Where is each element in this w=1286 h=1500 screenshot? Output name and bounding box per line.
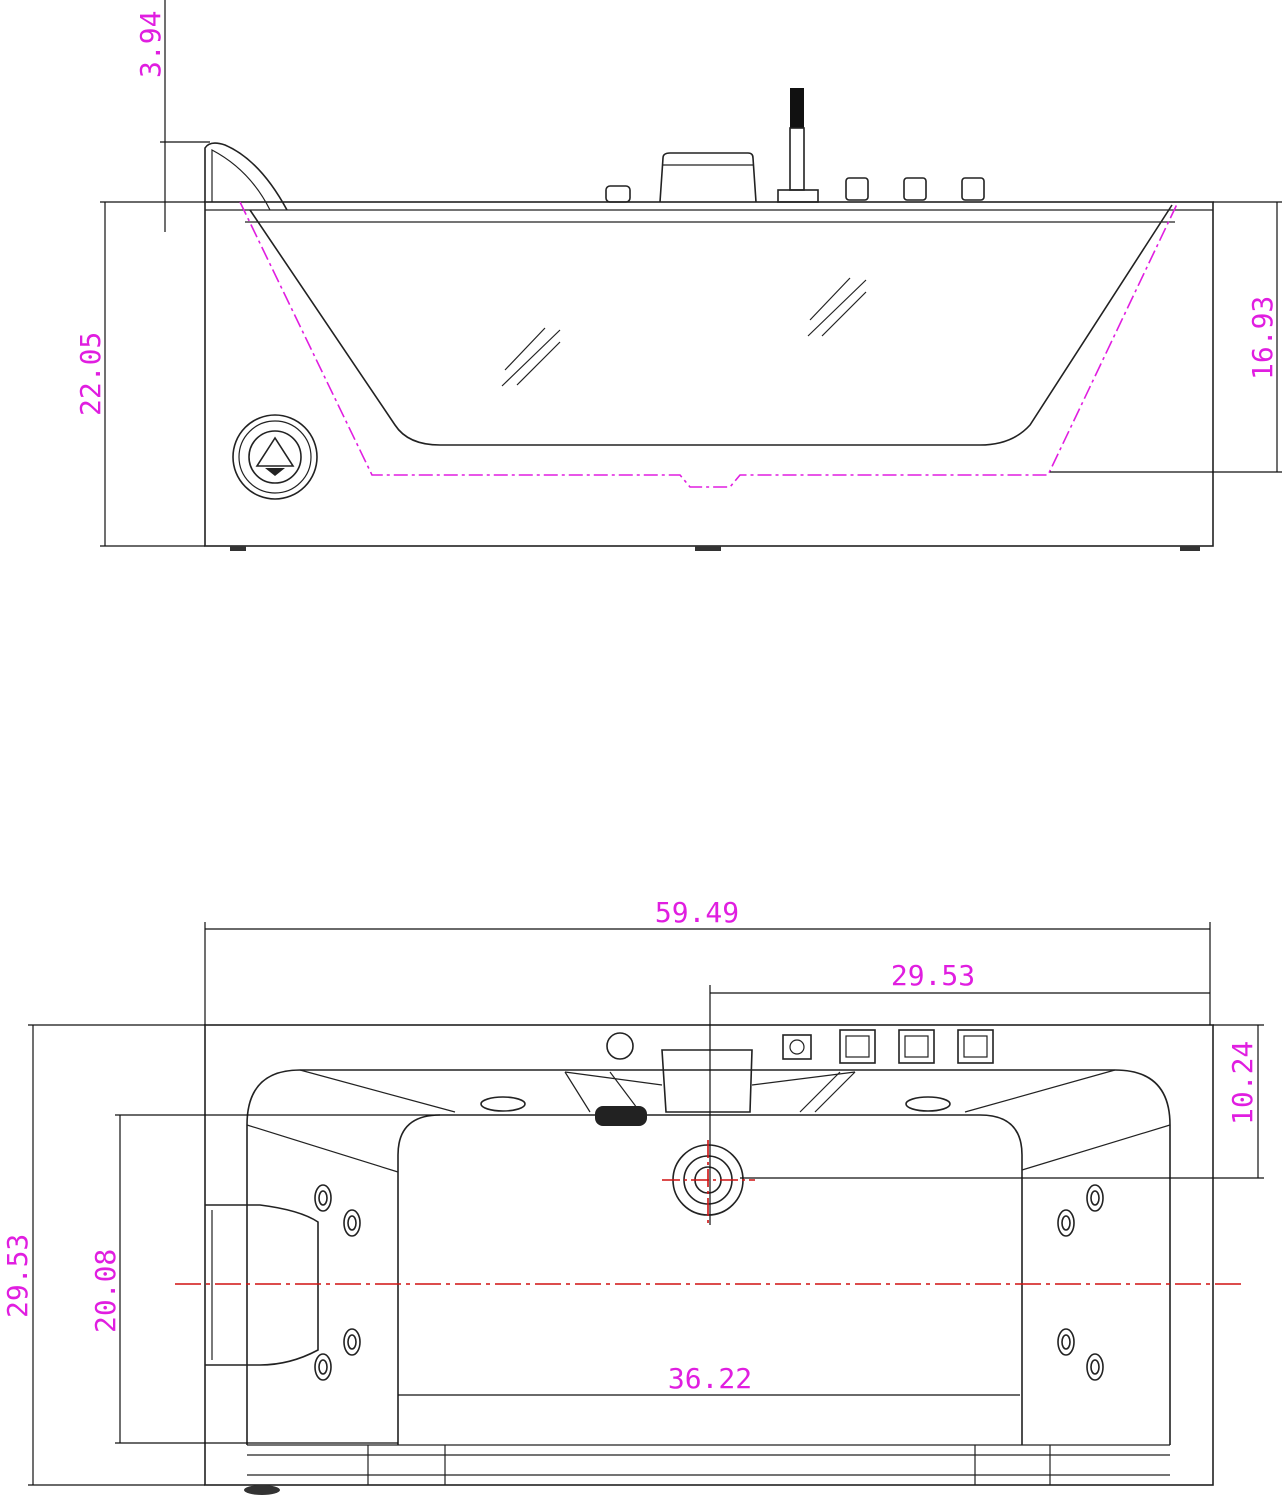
dimension-total-height: 22.05: [74, 201, 205, 547]
dimension-headrest: 3.94: [134, 0, 210, 232]
dim-label: 20.08: [89, 1249, 122, 1333]
basin-outline: [249, 204, 1173, 446]
plan-view: 59.49 29.53 10.24 29.53 20.08 36.22: [1, 896, 1264, 1495]
headrest-pillow: [205, 1204, 319, 1366]
tub-feet: [230, 546, 1200, 551]
dimension-basin-width: 20.08: [89, 1114, 440, 1444]
drain-control: [232, 414, 318, 500]
jets: [314, 1184, 1104, 1381]
dimension-total-width: 29.53: [1, 1024, 205, 1486]
dimension-basin-length: 36.22: [398, 1362, 1020, 1396]
tub-body-plan: [204, 1024, 1214, 1486]
dimension-drain-from-top: 10.24: [740, 1024, 1264, 1179]
faucet-fixtures: [605, 88, 985, 203]
dimension-total-length: 59.49: [204, 896, 1211, 1025]
rim-outline: [246, 1069, 1171, 1445]
dim-label: 3.94: [134, 11, 167, 78]
dim-label: 29.53: [1, 1234, 34, 1318]
plan-fixtures: [244, 1029, 994, 1495]
dim-label: 36.22: [668, 1362, 752, 1395]
dim-label: 10.24: [1226, 1041, 1259, 1125]
dimension-basin-depth: 16.93: [1050, 201, 1282, 473]
drain: [662, 1140, 755, 1225]
glass-reflection: [501, 277, 867, 387]
dim-label: 16.93: [1246, 296, 1279, 380]
dim-label: 29.53: [891, 959, 975, 992]
dimension-drain-to-end: 29.53: [709, 959, 1210, 1225]
dim-label: 22.05: [74, 332, 107, 416]
tub-body-side: [204, 201, 1214, 547]
dim-label: 59.49: [655, 896, 739, 929]
water-line: [239, 201, 1179, 488]
headrest-side: [204, 142, 288, 211]
side-view: 3.94 22.05 16.93: [74, 0, 1282, 551]
